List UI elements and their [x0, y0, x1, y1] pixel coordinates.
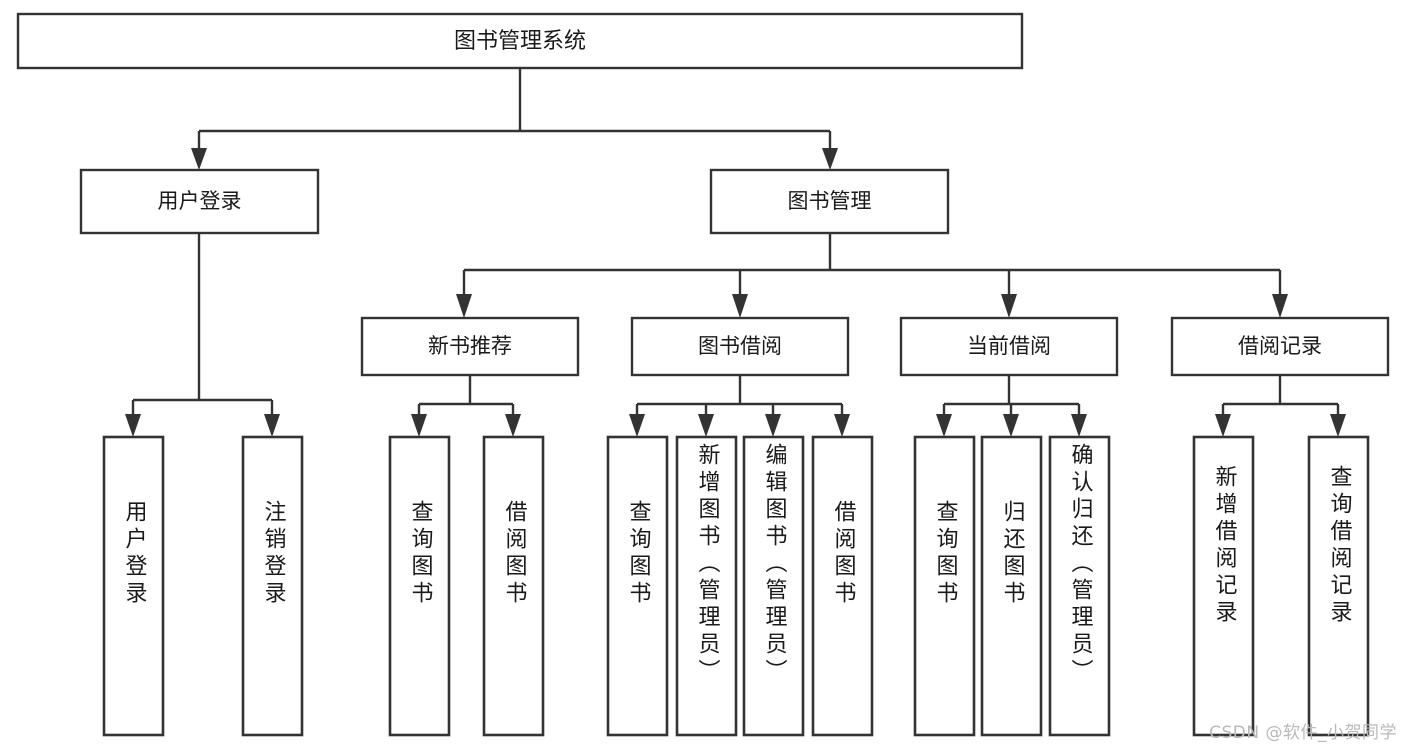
arrowhead-book-borrow: [732, 294, 748, 318]
connectors-current-borrow-to-leaves: [936, 375, 1087, 437]
current-borrow-box[interactable]: [899, 316, 1119, 377]
borrow-record-box[interactable]: [1170, 316, 1390, 377]
arrowhead-bb-leaf-3: [765, 414, 781, 437]
leaf-box-bb-add-book[interactable]: [675, 435, 738, 737]
leaf-box-bb-edit-book[interactable]: [742, 435, 805, 737]
leaf-box-br-query-record[interactable]: [1307, 435, 1370, 737]
node-user-login[interactable]: 用户登录: [79, 168, 320, 235]
leaf-box-nb-borrow-book[interactable]: [482, 435, 545, 737]
new-book-recommend-label: 新书推荐: [428, 334, 512, 358]
book-borrow-box[interactable]: [630, 316, 850, 377]
arrowhead-nb-leaf-2: [505, 414, 521, 437]
node-current-borrow[interactable]: 当前借阅: [899, 316, 1119, 377]
connectors-user-login-to-leaves: [125, 233, 280, 437]
arrowhead-leaf-user-login: [125, 414, 141, 437]
current-borrow-label: 当前借阅: [967, 334, 1051, 358]
arrowhead-cb-leaf-2: [1003, 414, 1019, 437]
arrowhead-br-leaf-2: [1330, 414, 1346, 437]
node-new-book-recommend[interactable]: 新书推荐: [360, 316, 580, 377]
leaf-boxes: [102, 435, 1370, 737]
connectors-borrow-record-to-leaves: [1215, 375, 1346, 437]
leaf-box-cb-confirm-return[interactable]: [1048, 435, 1111, 737]
arrowhead-current-borrow: [1001, 294, 1017, 318]
arrowhead-user-login: [191, 148, 207, 170]
arrowhead-bb-leaf-2: [698, 414, 714, 437]
arrowhead-nb-leaf-1: [411, 414, 427, 437]
root-box[interactable]: [16, 12, 1024, 70]
leaf-box-logout[interactable]: [241, 435, 304, 737]
leaf-box-cb-return-book[interactable]: [980, 435, 1043, 737]
book-borrow-label: 图书借阅: [698, 334, 782, 358]
user-login-label: 用户登录: [158, 189, 242, 213]
leaf-box-user-login[interactable]: [102, 435, 165, 737]
user-login-box[interactable]: [79, 168, 320, 235]
node-book-management[interactable]: 图书管理: [709, 168, 950, 235]
arrowhead-bb-leaf-4: [834, 414, 850, 437]
arrowhead-bb-leaf-1: [629, 414, 645, 437]
borrow-record-label: 借阅记录: [1238, 334, 1322, 358]
arrowhead-book-manage: [822, 148, 838, 170]
book-management-box[interactable]: [709, 168, 950, 235]
node-borrow-record[interactable]: 借阅记录: [1170, 316, 1390, 377]
arrowhead-new-book: [456, 294, 472, 318]
leaf-box-nb-query-book[interactable]: [388, 435, 451, 737]
connectors-book-borrow-to-leaves: [629, 375, 850, 437]
connectors-root-to-level2: [191, 68, 838, 170]
arrowhead-borrow-record: [1272, 294, 1288, 318]
new-book-recommend-box[interactable]: [360, 316, 580, 377]
leaf-box-bb-borrow-book[interactable]: [811, 435, 874, 737]
arrowhead-cb-leaf-1: [936, 414, 952, 437]
root-label: 图书管理系统: [454, 29, 586, 54]
connectors-book-manage-to-level3: [456, 233, 1288, 318]
leaf-box-br-add-record[interactable]: [1192, 435, 1255, 737]
connectors-new-book-to-leaves: [411, 375, 521, 437]
node-root-book-management-system[interactable]: 图书管理系统: [16, 12, 1024, 70]
leaf-box-cb-query-book[interactable]: [913, 435, 976, 737]
book-management-label: 图书管理: [788, 189, 872, 213]
arrowhead-br-leaf-1: [1215, 414, 1231, 437]
arrowhead-leaf-logout: [264, 414, 280, 437]
arrowhead-cb-leaf-3: [1071, 414, 1087, 437]
leaf-box-bb-query-book[interactable]: [606, 435, 669, 737]
node-book-borrow[interactable]: 图书借阅: [630, 316, 850, 377]
csdn-watermark: CSDN @软件_小贺同学: [1209, 723, 1397, 743]
